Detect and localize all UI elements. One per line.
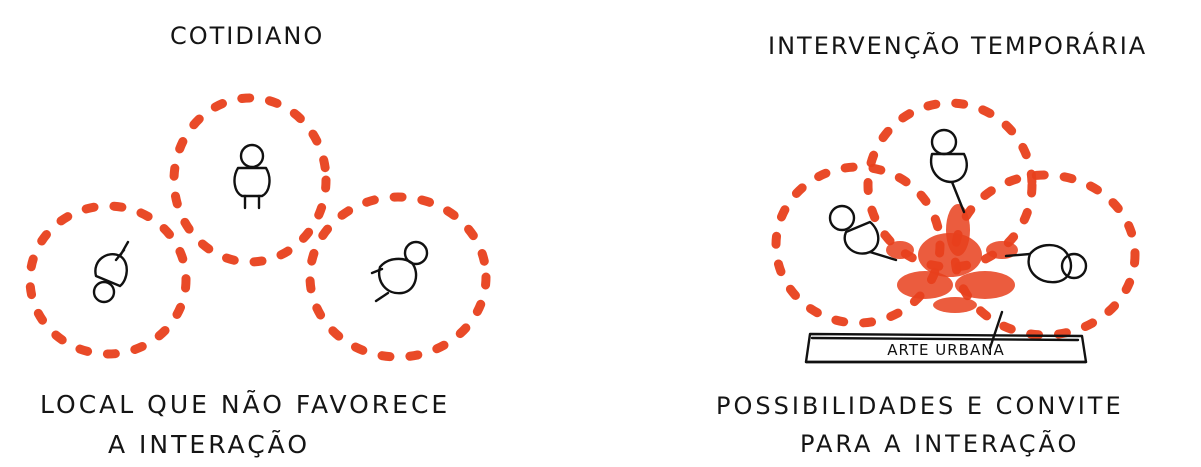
bench-label: ARTE URBANA [887, 341, 1004, 359]
left-panel-caption-line2: A INTERAÇÃO [108, 430, 310, 459]
right-panel-title: INTERVENÇÃO TEMPORÁRIA [768, 32, 1147, 60]
person-icon [931, 130, 967, 212]
right-panel-sketch: ARTE URBANA [776, 103, 1135, 362]
person-icon [1006, 245, 1086, 282]
person-icon [94, 242, 128, 302]
right-panel-caption-line1: POSSIBILIDADES E CONVITE [716, 392, 1124, 420]
personal-space-circle [310, 197, 486, 357]
left-panel-sketch [30, 98, 486, 357]
left-panel-title: COTIDIANO [170, 22, 324, 50]
personal-space-circle [776, 167, 940, 323]
left-panel-caption-line1: LOCAL QUE NÃO FAVORECE [40, 390, 450, 419]
person-icon [235, 145, 270, 208]
right-panel-caption-line2: PARA A INTERAÇÃO [800, 430, 1079, 458]
urban-art-bench: ARTE URBANA [806, 334, 1086, 362]
personal-space-circle [174, 98, 326, 262]
person-icon [372, 242, 427, 301]
